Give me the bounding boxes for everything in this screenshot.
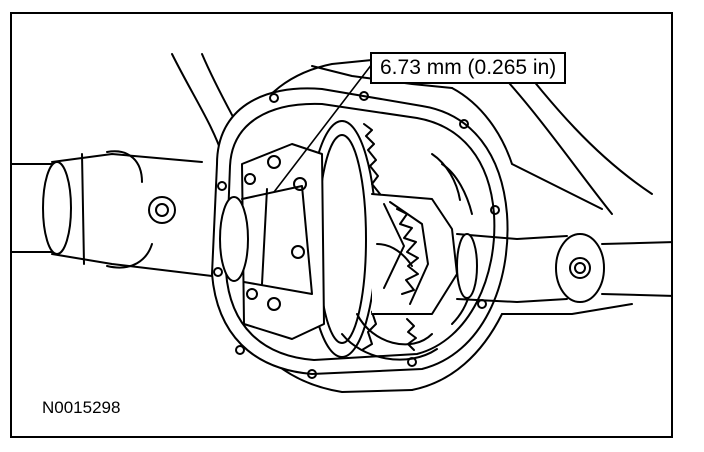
measurement-callout: 6.73 mm (0.265 in) bbox=[370, 52, 567, 84]
callout-leader-line bbox=[273, 63, 373, 193]
figure-id-label: N0015298 bbox=[42, 398, 121, 417]
illustration-frame: 6.73 mm (0.265 in) N0015298 bbox=[10, 12, 673, 438]
differential-case bbox=[341, 153, 473, 361]
right-axle-tube bbox=[456, 233, 671, 303]
carrier-body bbox=[219, 143, 325, 340]
differential-housing-drawing bbox=[12, 53, 671, 393]
left-axle-tube bbox=[12, 150, 213, 277]
